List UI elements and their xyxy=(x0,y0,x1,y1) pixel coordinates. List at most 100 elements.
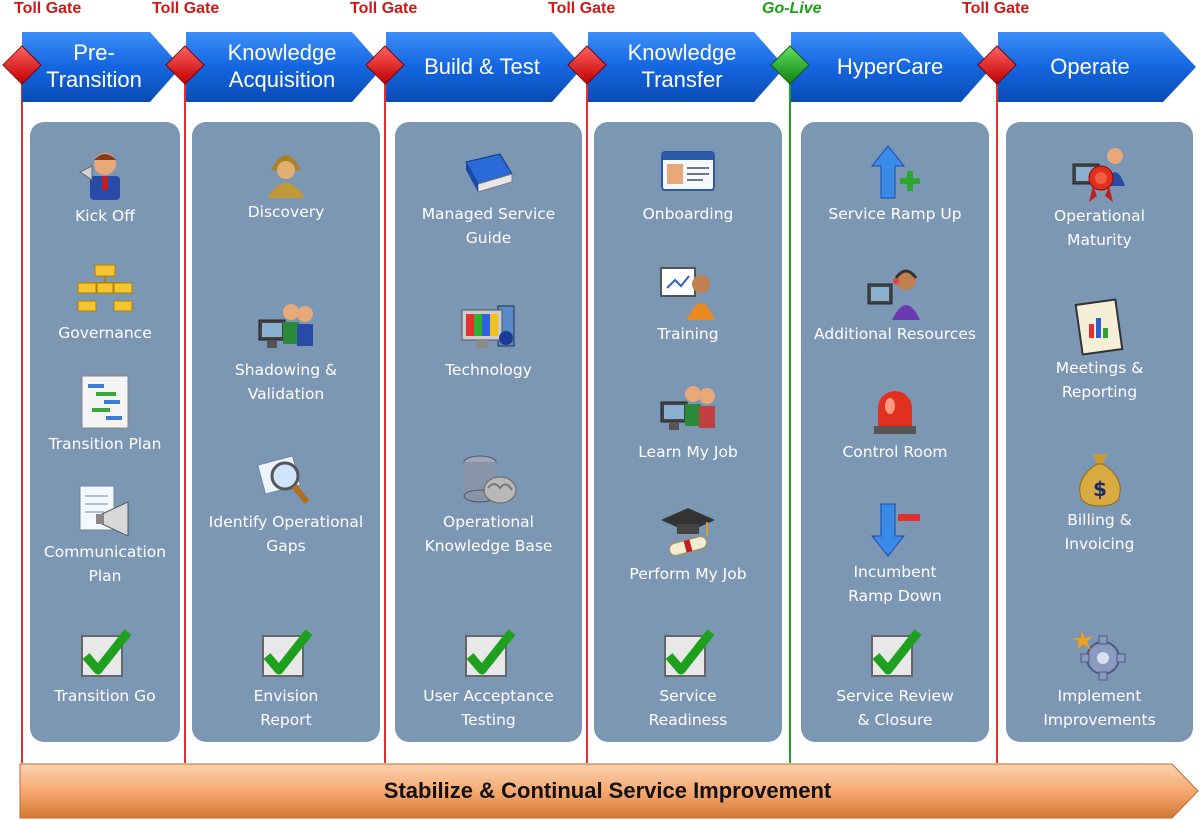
item-label: Training xyxy=(657,325,719,343)
item-kick-off: Kick Off xyxy=(30,146,180,228)
phase-arrow-knowledge-transfer xyxy=(588,32,785,102)
item-training: Training xyxy=(594,264,782,346)
go-live-label: Go-Live xyxy=(762,0,822,17)
checkmark-icon xyxy=(866,626,924,684)
item-label: Kick Off xyxy=(75,207,135,225)
item-incumbent-ramp-down: Incumbent Ramp Down xyxy=(801,502,989,608)
item-perform-my-job: Perform My Job xyxy=(594,504,782,586)
two-users-computer-icon xyxy=(257,300,315,358)
org-chart-icon xyxy=(76,263,134,321)
award-ribbon-icon xyxy=(1071,146,1129,204)
go-live-line xyxy=(789,60,791,763)
item-label: Envision Report xyxy=(253,687,319,729)
database-brain-icon xyxy=(460,452,518,510)
item-label: Managed Service Guide xyxy=(421,205,556,247)
gate-label-6: Toll Gate xyxy=(962,0,1030,17)
gate-label-1: Toll Gate xyxy=(14,0,82,17)
item-meetings-reporting: Meetings & Reporting xyxy=(1006,298,1193,404)
gear-icon xyxy=(1071,626,1129,684)
phase-title-knowledge-transfer: Knowledge Transfer xyxy=(627,40,737,92)
item-label: Billing & Invoicing xyxy=(1064,511,1135,553)
gate-line-1 xyxy=(21,60,23,763)
headset-agent-icon xyxy=(866,264,924,322)
teacher-board-icon xyxy=(659,264,717,322)
gate-label-3: Toll Gate xyxy=(350,0,418,17)
phase-title-operate: Operate xyxy=(1050,53,1130,79)
item-implement-improvements: Implement Improvements xyxy=(1006,626,1193,732)
item-label: Identify Operational Gaps xyxy=(208,513,364,555)
gate-line-4 xyxy=(586,60,588,763)
checkmark-icon xyxy=(76,626,134,684)
item-governance: Governance xyxy=(30,263,180,345)
item-label: Governance xyxy=(58,324,152,342)
phase-title-knowledge-acquisition: Knowledge Acquisition xyxy=(227,40,337,92)
phase-title-build-test: Build & Test xyxy=(424,53,540,79)
gate-line-3 xyxy=(384,60,386,763)
item-service-ramp-up: Service Ramp Up xyxy=(801,144,989,226)
bottom-bar-arrow xyxy=(19,763,1199,819)
item-onboarding: Onboarding xyxy=(594,144,782,226)
phase-title-pre-transition: Pre- Transition xyxy=(46,40,142,92)
graduation-cap-icon xyxy=(659,504,717,562)
item-operational-knowledge-base: Operational Knowledge Base xyxy=(395,452,582,558)
gate-label-2: Toll Gate xyxy=(152,0,220,17)
checkmark-icon xyxy=(257,626,315,684)
two-users-computer-icon xyxy=(659,382,717,440)
item-label: Additional Resources xyxy=(814,325,976,343)
phase-title-hypercare: HyperCare xyxy=(836,53,944,79)
bottom-bar-label: Stabilize & Continual Service Improvemen… xyxy=(383,778,832,803)
item-transition-plan: Transition Plan xyxy=(30,374,180,456)
arrow-up-plus-icon xyxy=(866,144,924,202)
item-operational-maturity: Operational Maturity xyxy=(1006,146,1193,252)
item-service-readiness: Service Readiness xyxy=(594,626,782,732)
phase-arrow-build-test xyxy=(386,32,583,102)
magnifier-document-icon xyxy=(257,452,315,510)
phase-arrow-pre-transition xyxy=(22,32,181,102)
checkmark-icon xyxy=(460,626,518,684)
item-label: Meetings & Reporting xyxy=(1055,359,1144,401)
item-communication-plan: Communication Plan xyxy=(30,482,180,588)
item-managed-service-guide: Managed Service Guide xyxy=(395,144,582,250)
item-label: Transition Go xyxy=(54,687,156,705)
phase-arrow-hypercare xyxy=(791,32,992,102)
item-learn-my-job: Learn My Job xyxy=(594,382,782,464)
item-additional-resources: Additional Resources xyxy=(801,264,989,346)
item-service-review-closure: Service Review & Closure xyxy=(801,626,989,732)
report-chart-icon xyxy=(1071,298,1129,356)
book-icon xyxy=(460,144,518,202)
gate-label-4: Toll Gate xyxy=(548,0,616,17)
money-bag-icon: $ xyxy=(1071,450,1129,508)
item-control-room: Control Room xyxy=(801,382,989,464)
item-user-acceptance-testing: User Acceptance Testing xyxy=(395,626,582,732)
item-label: Onboarding xyxy=(642,205,734,223)
siren-light-icon xyxy=(866,382,924,440)
item-label: Discovery xyxy=(247,203,325,221)
gate-line-6 xyxy=(996,60,998,763)
item-label: Service Ramp Up xyxy=(828,205,962,223)
checkmark-icon xyxy=(659,626,717,684)
phase-arrow-knowledge-acquisition xyxy=(186,32,383,102)
item-label: Incumbent Ramp Down xyxy=(848,563,942,605)
document-megaphone-icon xyxy=(76,482,134,540)
item-label: Control Room xyxy=(842,443,948,461)
item-envision-report: Envision Report xyxy=(192,626,380,732)
gantt-chart-icon xyxy=(76,374,134,432)
item-billing-invoicing: $ Billing & Invoicing xyxy=(1006,450,1193,556)
item-label: User Acceptance Testing xyxy=(423,687,554,729)
item-label: Transition Plan xyxy=(48,435,162,453)
item-label: Perform My Job xyxy=(629,565,747,583)
item-label: Operational Maturity xyxy=(1054,207,1145,249)
item-shadowing-validation: Shadowing & Validation xyxy=(192,300,380,406)
item-label: Technology xyxy=(445,361,532,379)
item-identify-operational-gaps: Identify Operational Gaps xyxy=(192,452,380,558)
item-technology: Technology xyxy=(395,300,582,382)
svg-text:$: $ xyxy=(1093,477,1107,501)
id-card-icon xyxy=(659,144,717,202)
phase-header-arrows xyxy=(22,32,1196,102)
detective-icon xyxy=(257,142,315,200)
item-transition-go: Transition Go xyxy=(30,626,180,708)
presenter-megaphone-icon xyxy=(76,146,134,204)
item-label: Learn My Job xyxy=(638,443,738,461)
gate-line-2 xyxy=(184,60,186,763)
item-label: Operational Knowledge Base xyxy=(424,513,553,555)
